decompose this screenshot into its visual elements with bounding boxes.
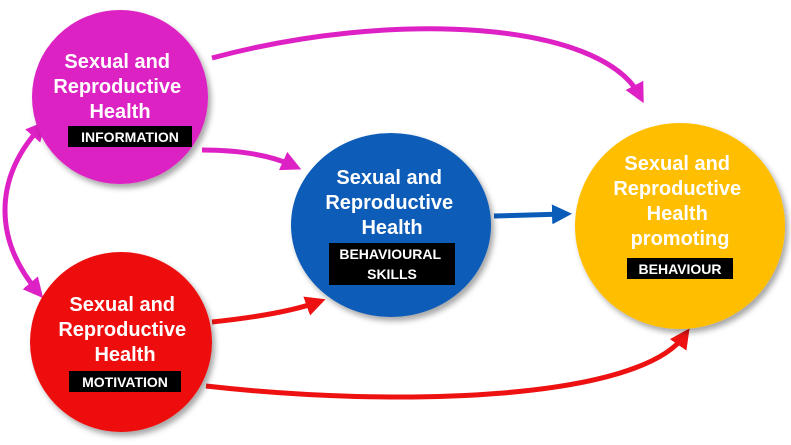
arrow-motivation-to-skills <box>211 296 326 325</box>
node-skills-tag-line: SKILLS <box>367 266 417 282</box>
node-information-tag-line: INFORMATION <box>81 129 179 145</box>
node-skills-tag-background <box>329 243 455 285</box>
node-motivation-title-line: Reproductive <box>58 319 186 341</box>
node-information-tag: INFORMATION <box>81 129 179 145</box>
node-motivation-title: Sexual and Reproductive Health <box>58 294 191 366</box>
node-behaviour-tag-line: BEHAVIOUR <box>639 261 722 277</box>
node-motivation-title-line: Health <box>94 344 155 366</box>
node-information: Sexual and Reproductive Health INFORMATI… <box>53 51 192 147</box>
node-skills-tag: BEHAVIOURAL SKILLS <box>339 246 444 282</box>
arrow-information-to-skills <box>201 147 302 171</box>
node-skills-title-line: Reproductive <box>325 192 453 214</box>
node-motivation-tag-background <box>69 371 181 392</box>
node-information-title-line: Sexual and <box>64 51 170 73</box>
node-motivation-tag-line: MOTIVATION <box>82 374 168 390</box>
arrow-skills-to-behaviour <box>493 204 572 225</box>
node-information-tag-background <box>68 126 192 147</box>
arrow-information-to-behaviour <box>211 26 644 104</box>
node-motivation-tag: MOTIVATION <box>82 374 168 390</box>
node-skills-title-line: Sexual and <box>336 167 442 189</box>
node-behaviour-tag: BEHAVIOUR <box>639 261 722 277</box>
node-behaviour-title: Sexual and Reproductive Health promoting <box>613 153 746 250</box>
arrows-layer <box>2 26 690 400</box>
node-motivation-title-line: Sexual and <box>69 294 175 316</box>
node-information-title-line: Health <box>89 101 150 123</box>
node-behaviour-title-line: Health <box>647 203 708 225</box>
node-behaviour-title-line: promoting <box>631 228 730 250</box>
arrow-motivation-to-behaviour <box>205 328 690 400</box>
node-skills-tag-line: BEHAVIOURAL <box>339 246 441 262</box>
node-information-title: Sexual and Reproductive Health <box>53 51 186 123</box>
node-motivation-circle <box>30 252 212 432</box>
node-motivation: Sexual and Reproductive Health MOTIVATIO… <box>58 294 191 392</box>
node-skills: Sexual and Reproductive Health BEHAVIOUR… <box>325 167 458 285</box>
node-behaviour-title-line: Sexual and <box>624 153 730 175</box>
node-information-title-line: Reproductive <box>53 76 181 98</box>
node-behaviour-tag-background <box>627 258 733 279</box>
arrow-information-motivation-bidirectional <box>2 120 46 299</box>
node-skills-title-line: Health <box>361 217 422 239</box>
node-behaviour: Sexual and Reproductive Health promoting… <box>613 153 746 279</box>
node-skills-title: Sexual and Reproductive Health <box>325 167 458 239</box>
node-behaviour-title-line: Reproductive <box>613 178 741 200</box>
